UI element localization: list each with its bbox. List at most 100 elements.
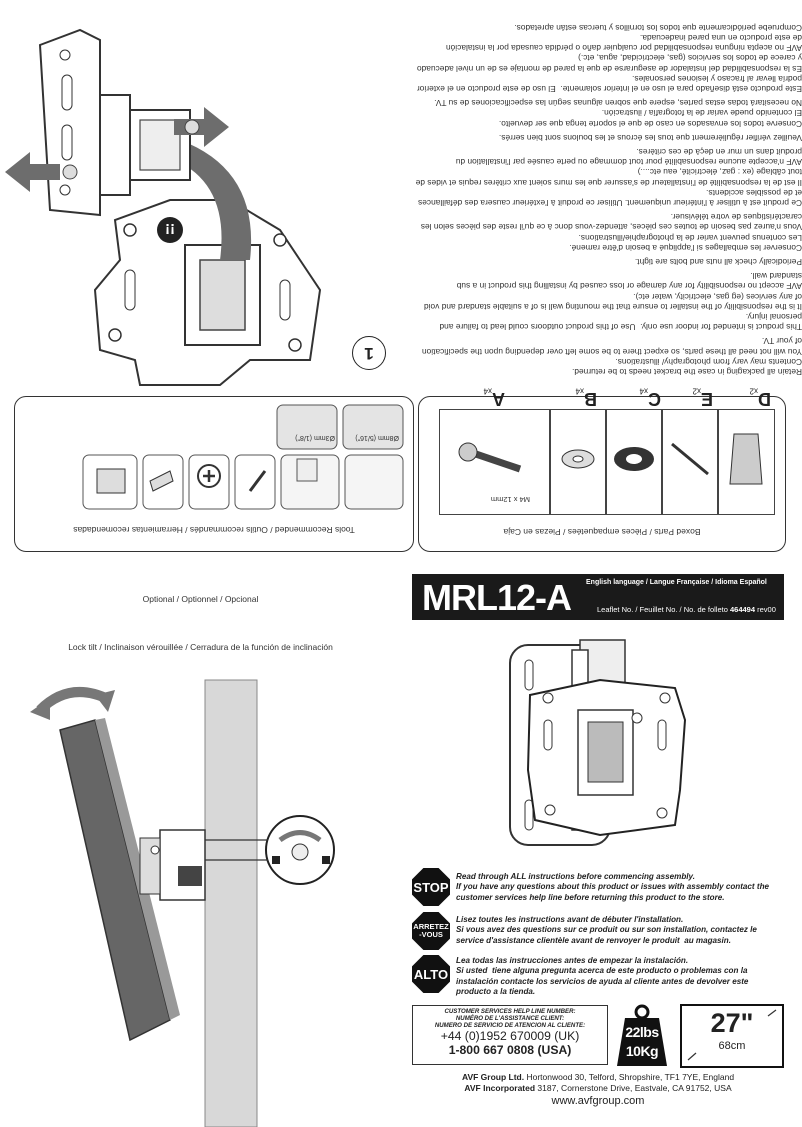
part-a-label: Ax4 <box>484 386 505 409</box>
drill-bit-3mm: Ø3mm (1/8") <box>295 434 335 441</box>
paragraph: Conserver les emballages si l'appliqué a… <box>420 212 802 253</box>
paragraph: Ce produit est à utiliser à l'intérieur … <box>415 146 802 208</box>
warning-stop: STOP <box>412 868 450 906</box>
product-title-bar: MRL12-A English language / Langue França… <box>412 574 784 620</box>
part-e <box>661 409 719 515</box>
warning-icon <box>157 217 183 243</box>
letter: D <box>758 389 771 409</box>
part-c-label: Cx4 <box>640 386 661 409</box>
parts-title: Boxed Parts / Pièces empaquetées / Pieza… <box>503 527 701 537</box>
masonry-wall-thumbnail <box>342 404 404 450</box>
model-number: MRL12-A <box>422 577 572 618</box>
wall-thumbnail <box>344 454 404 510</box>
tools-title: Tools Recommended / Outils recommandés /… <box>73 525 355 535</box>
lock-tilt-illustration <box>30 679 335 1127</box>
company-ltd: AVF Group Ltd. <box>461 1072 525 1082</box>
warning-alto: ALTO <box>412 955 450 993</box>
wall-thumbnail <box>280 454 340 510</box>
warning-text-es: Lea todas las instrucciones antes de emp… <box>456 956 749 997</box>
stop-sign-icon: ALTO <box>412 955 450 993</box>
wood-wall-thumbnail <box>276 404 338 450</box>
letter: C <box>648 389 661 409</box>
arrow-out-icon <box>174 107 229 147</box>
paragraph: Periodically check all nuts and bolts ar… <box>634 256 802 267</box>
diagonal-arrow-icon <box>687 1009 777 1061</box>
screen-inches: 27" <box>710 1008 754 1038</box>
footer-inc: AVF Incorporated 3187, Cornerstone Drive… <box>412 1083 784 1094</box>
weight-kg: 10Kg <box>625 1043 659 1059</box>
languages: English language / Langue Française / Id… <box>586 579 767 586</box>
helpline-usa[interactable]: 1-800 667 0808 (USA) <box>448 1043 572 1057</box>
safety-text-block: Retain all packaging in case the bracket… <box>362 19 802 377</box>
qty: x2 <box>749 386 758 396</box>
leaflet-number: Leaflet No. / Feuillet No. / No. de foll… <box>597 605 776 614</box>
qty: x2 <box>692 386 701 396</box>
part-d <box>717 409 775 515</box>
helpline-title-fr: NUMÉRO DE L'ASSISTANCE CLIENT: <box>455 1015 565 1022</box>
qty: x4 <box>483 386 492 396</box>
part-c <box>605 409 663 515</box>
helpline-title-es: NUMERO DE SERVICIO DE ATENCION AL CLIENT… <box>434 1022 586 1029</box>
stop-sign-icon: STOP <box>412 868 450 906</box>
product-image <box>509 639 687 846</box>
footer: AVF Group Ltd. Hortonwood 30, Telford, S… <box>412 1072 784 1107</box>
upside-down-section: Retain all packaging in case the bracket… <box>0 0 802 560</box>
letter: B <box>584 389 597 409</box>
address-ltd: Hortonwood 30, Telford, Shropshire, TF1 … <box>524 1072 735 1082</box>
paragraph: Este producto está diseñado para el uso … <box>416 22 802 94</box>
leaflet-no: 464494 <box>730 605 756 614</box>
company-inc: AVF Incorporated <box>464 1083 536 1093</box>
screw-icon <box>62 164 78 180</box>
screen-size-badge: 27" 68cm <box>680 1004 784 1068</box>
optional-label: Optional / Optionnel / Opcional <box>142 594 259 604</box>
paragraph: This product is intended for indoor use … <box>423 271 802 333</box>
warning-arretez: ARRETEZ -VOUS <box>412 912 450 950</box>
lock-icon <box>322 856 330 864</box>
leaflet-prefix: Leaflet No. / Feuillet No. / No. de foll… <box>597 605 730 614</box>
tools-illustrations <box>82 404 404 510</box>
screw-spec: M4 x 12mm <box>490 495 530 504</box>
leaflet-rev: rev00 <box>755 605 776 614</box>
part-d-label: Dx2 <box>750 386 771 409</box>
screen-cm: 68cm <box>718 1040 746 1052</box>
website-link[interactable]: www.avfgroup.com <box>551 1095 645 1107</box>
bracket-arm <box>159 829 206 901</box>
arrow-out-icon <box>5 152 60 192</box>
boxed-parts-box: Boxed Parts / Pièces empaquetées / Pieza… <box>418 386 786 552</box>
helpline-title-en: CUSTOMER SERVICES HELP LINE NUMBER: <box>444 1008 576 1015</box>
helpline-uk[interactable]: +44 (0)1952 670009 (UK) <box>440 1029 580 1043</box>
svg-text:!!: !! <box>165 220 175 237</box>
lock-tilt-label: Lock tilt / Inclinaison vérouillée / Cer… <box>68 642 333 652</box>
warning-text-en: Read through ALL instructions before com… <box>456 872 770 902</box>
paragraph: Veuillez vérifier régulièrement que tous… <box>498 132 802 143</box>
qty: x4 <box>575 386 584 396</box>
part-e-label: Ex2 <box>693 386 713 409</box>
helpline-box: CUSTOMER SERVICES HELP LINE NUMBER: NUMÉ… <box>412 1005 608 1065</box>
wall-bracket-illustration <box>38 28 191 217</box>
address-inc: 3187, Cornerstone Drive, Eastvale, CA 91… <box>535 1083 732 1093</box>
part-b <box>549 409 607 515</box>
tools-recommended-box: Tools Recommended / Outils recommandés /… <box>14 396 414 552</box>
sign-text: ALTO <box>413 966 449 982</box>
sign-text: ARRETEZ -VOUS <box>413 922 449 939</box>
drill-bit-8mm: Ø8mm (5/16") <box>355 434 399 441</box>
footer-ltd: AVF Group Ltd. Hortonwood 30, Telford, S… <box>412 1072 784 1083</box>
stop-sign-icon: ARRETEZ -VOUS <box>412 912 450 950</box>
lock-icon <box>272 856 280 864</box>
letter: A <box>492 389 505 409</box>
weight-lbs: 22lbs <box>625 1024 659 1040</box>
weight-icon <box>617 1004 667 1066</box>
paragraph: Conserve todos los envasados en caso de … <box>434 98 802 129</box>
part-a: M4 x 12mm <box>439 409 551 515</box>
assembly-illustration: !! ! <box>5 28 322 386</box>
letter: E <box>700 389 713 409</box>
tv-plate-illustration <box>93 199 322 386</box>
part-b-label: Bx4 <box>576 386 597 409</box>
bolt-icon <box>291 843 309 861</box>
screw-icon <box>184 119 200 135</box>
weight-badge: 22lbs 10Kg <box>617 1004 667 1066</box>
paragraph: Retain all packaging in case the bracket… <box>421 336 802 377</box>
sign-text: STOP <box>413 879 449 895</box>
wall <box>204 679 258 1127</box>
qty: x4 <box>639 386 648 396</box>
